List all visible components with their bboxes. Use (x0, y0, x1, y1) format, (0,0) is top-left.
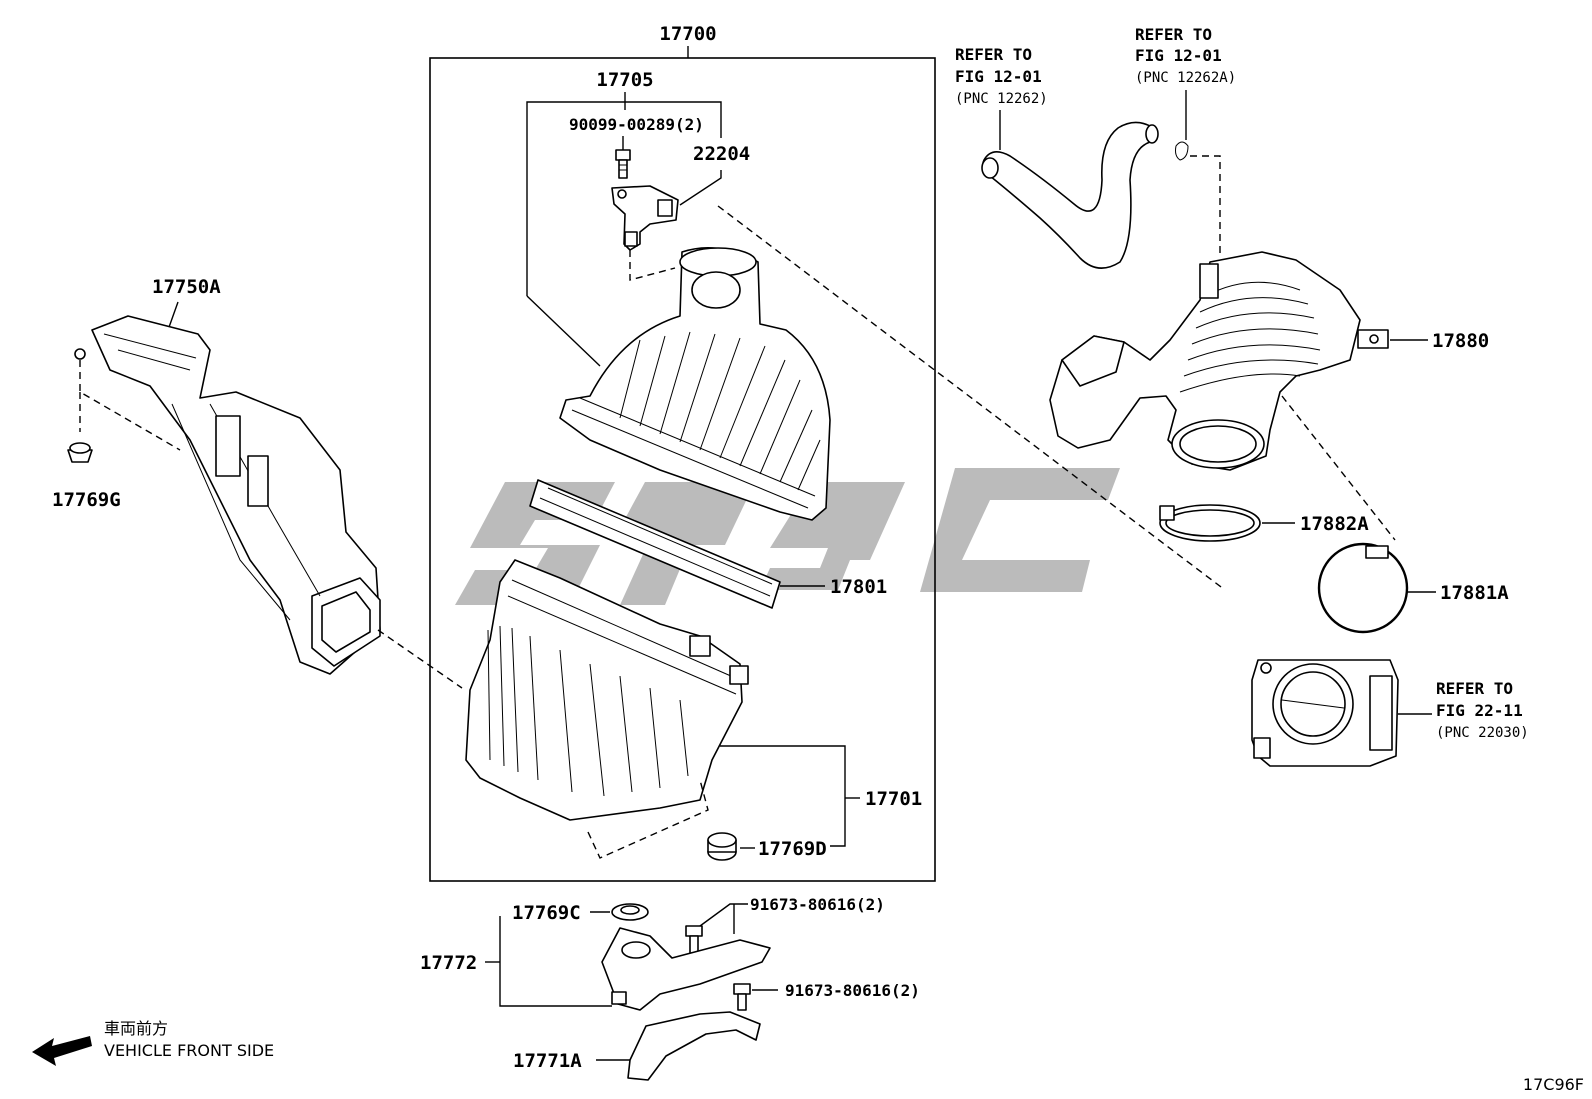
label-17700: 17700 (659, 23, 716, 45)
label-17882A: 17882A (1300, 513, 1369, 535)
sensor-icon (611, 185, 679, 251)
ref-throttle-line1: REFER TO (1436, 679, 1513, 698)
arrow-left-icon (32, 1036, 92, 1066)
ref-throttle-line2: FIG 22-11 (1436, 701, 1523, 720)
intake-duct (74, 315, 381, 675)
filter-element (529, 479, 781, 609)
label-17705: 17705 (596, 69, 653, 91)
clip-icon (67, 442, 93, 463)
label-17772: 17772 (420, 952, 477, 974)
direction-english: VEHICLE FRONT SIDE (104, 1041, 274, 1060)
label-17880: 17880 (1432, 330, 1489, 352)
label-17881A: 17881A (1440, 582, 1509, 604)
grommet-icon (707, 832, 737, 861)
bracket-17772 (601, 927, 771, 1011)
label-bolt-lower: 91673-80616(2) (785, 981, 920, 1000)
label-17769C: 17769C (512, 902, 581, 924)
label-22204: 22204 (693, 143, 750, 165)
grommet-icon (611, 903, 649, 921)
ref-throttle-line3: (PNC 22030) (1436, 725, 1529, 741)
ref-clip-line2: FIG 12-01 (1135, 46, 1222, 65)
hose-clamp-lower (1317, 542, 1409, 634)
label-bolt-upper: 91673-80616(2) (750, 895, 885, 914)
label-17750A: 17750A (152, 276, 221, 298)
air-cleaner-cap (559, 247, 831, 521)
label-17801: 17801 (830, 576, 887, 598)
ref-clip-line1: REFER TO (1135, 25, 1212, 44)
label-17769D: 17769D (758, 838, 827, 860)
bolt-icon (733, 983, 751, 1011)
lower-bracket-17771A (627, 1011, 761, 1081)
direction-japanese: 車両前方 (104, 1019, 168, 1038)
assembly-box (429, 57, 936, 882)
screw-icon (615, 149, 631, 179)
ref-hose-line2: FIG 12-01 (955, 67, 1042, 86)
label-screw: 90099-00289(2) (569, 115, 704, 134)
hose-clamp-upper (1159, 504, 1261, 542)
label-17701: 17701 (865, 788, 922, 810)
clip-icon (1175, 141, 1189, 161)
bolt-icon (685, 925, 703, 955)
breather-hose (981, 121, 1159, 269)
label-17769G: 17769G (52, 489, 121, 511)
air-hose-17880 (1049, 251, 1389, 471)
air-cleaner-case (465, 559, 749, 821)
throttle-body (1251, 659, 1399, 767)
ref-hose-line1: REFER TO (955, 45, 1032, 64)
ref-hose-line3: (PNC 12262) (955, 91, 1048, 107)
ref-clip-line3: (PNC 12262A) (1135, 70, 1236, 86)
drawing-code: 17C96F (1523, 1075, 1584, 1094)
label-17771A: 17771A (513, 1050, 582, 1072)
